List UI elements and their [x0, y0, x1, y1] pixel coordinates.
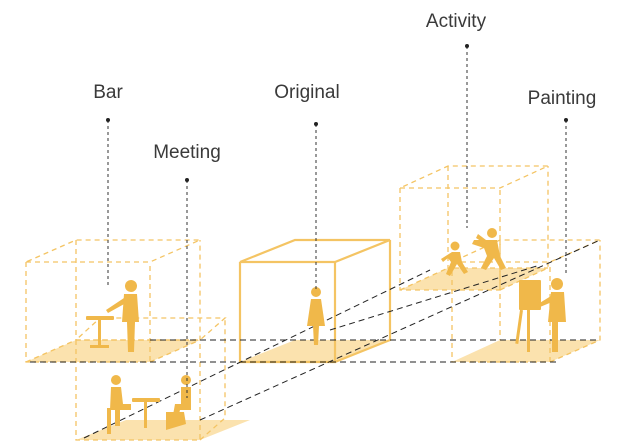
connector-line — [329, 264, 541, 331]
activity-room-box — [399, 165, 549, 291]
two-people-at-table-icon — [107, 375, 191, 434]
original-floor — [240, 340, 390, 362]
standing-person-icon — [307, 287, 325, 345]
label-bar: Bar — [93, 82, 123, 103]
meeting-leader-dot — [185, 178, 189, 182]
painting-leader-dot — [564, 118, 568, 122]
painting-floor — [452, 340, 600, 362]
connector-line — [83, 269, 431, 439]
label-painting: Painting — [528, 88, 597, 109]
running-figures-icon — [441, 228, 506, 276]
label-original: Original — [274, 82, 339, 103]
original-leader-dot — [314, 122, 318, 126]
person-at-bar-table-icon — [86, 280, 139, 352]
bar-leader-dot — [106, 118, 110, 122]
activity-leader-dot — [465, 44, 469, 48]
meeting-floor — [76, 420, 250, 440]
connector-line — [199, 239, 601, 421]
bar-floor — [26, 340, 200, 362]
painter-at-easel-icon — [515, 278, 566, 352]
label-activity: Activity — [426, 11, 487, 32]
label-meeting: Meeting — [153, 142, 221, 163]
